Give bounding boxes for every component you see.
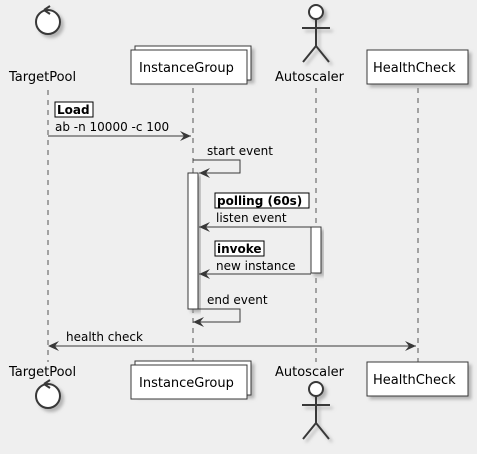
- label-box: [214, 240, 265, 257]
- participant-targetpool-top: TargetPool: [8, 5, 76, 85]
- label-box: [214, 192, 310, 209]
- label-box: [54, 101, 94, 118]
- participant-label: TargetPool: [8, 70, 76, 85]
- activation-instancegroup: [187, 172, 199, 310]
- actor-icon: [302, 4, 330, 63]
- participant-label: TargetPool: [8, 365, 76, 380]
- actor-icon: [302, 381, 330, 440]
- participant-healthcheck-bottom: HealthCheck: [366, 361, 469, 397]
- participant-healthcheck-top: HealthCheck: [366, 49, 469, 85]
- label-load-command: ab -n 10000 -c 100: [55, 120, 169, 134]
- message-listen-event: polling (60s) listen event: [199, 192, 311, 232]
- activation-autoscaler: [310, 226, 322, 274]
- control-icon: [35, 379, 61, 409]
- participant-label: Autoscaler: [275, 365, 345, 380]
- arrowhead: [199, 269, 210, 279]
- participant-autoscaler-bottom: Autoscaler: [275, 365, 345, 440]
- label-health-check: health check: [66, 330, 143, 344]
- label-listen-event: listen event: [216, 211, 287, 225]
- arrowhead: [199, 222, 210, 232]
- arrowhead-right: [405, 341, 416, 351]
- participant-label: HealthCheck: [373, 61, 456, 76]
- participant-autoscaler-top: Autoscaler: [275, 4, 345, 85]
- arrowhead: [193, 317, 204, 327]
- message-health-check: health check: [48, 330, 416, 351]
- label-new-instance: new instance: [216, 259, 295, 273]
- arrowhead: [199, 168, 210, 178]
- participant-label: InstanceGroup: [139, 61, 234, 76]
- participant-label: Autoscaler: [275, 70, 345, 85]
- label-polling: polling (60s): [217, 194, 302, 208]
- message-start-event: start event: [193, 144, 273, 178]
- participant-targetpool-bottom: TargetPool: [8, 365, 76, 409]
- participant-label: InstanceGroup: [139, 376, 234, 391]
- label-load: Load: [57, 103, 90, 117]
- label-start-event: start event: [207, 144, 273, 158]
- arrowhead-left: [48, 341, 59, 351]
- participant-instancegroup-bottom: InstanceGroup: [130, 360, 252, 400]
- participant-instancegroup-top: InstanceGroup: [130, 45, 252, 85]
- message-load: Load ab -n 10000 -c 100: [48, 101, 191, 141]
- arrowhead: [180, 131, 191, 141]
- label-invoke: invoke: [217, 242, 262, 256]
- control-icon: [35, 5, 61, 35]
- label-end-event: end event: [207, 293, 268, 307]
- participant-label: HealthCheck: [373, 373, 456, 388]
- message-end-event: end event: [193, 293, 268, 327]
- message-new-instance: invoke new instance: [199, 240, 311, 279]
